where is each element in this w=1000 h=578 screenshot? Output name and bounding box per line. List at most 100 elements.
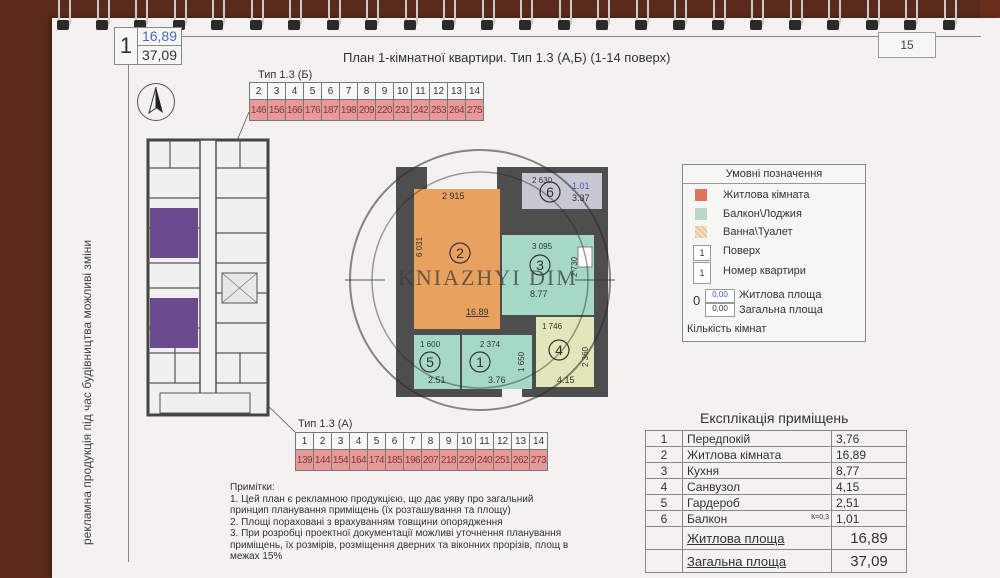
living-area-row: Житлова площа 16,89 (645, 526, 907, 550)
svg-text:1.01: 1.01 (572, 181, 590, 191)
notes-section: Примітки: 1. Цей план є рекламною продук… (230, 482, 570, 563)
binding-ring (56, 0, 71, 32)
apartment-number-cell: 273 (529, 449, 548, 471)
apartment-number-cell: 229 (457, 449, 476, 471)
binding-ring (942, 0, 957, 32)
binding-ring (672, 0, 687, 32)
apartment-number-cell: 262 (511, 449, 530, 471)
apartment-number-cell: 264 (447, 99, 466, 121)
floor-number-cell: 14 (529, 432, 548, 450)
svg-text:2 360: 2 360 (581, 346, 590, 367)
svg-text:1 600: 1 600 (420, 340, 441, 349)
svg-text:1 746: 1 746 (542, 322, 563, 331)
apartment-number-cell: 139 (295, 449, 314, 471)
note-2: 2. Площі пораховані з врахуванням товщин… (230, 516, 503, 528)
building-floor-schematic (146, 138, 270, 417)
svg-text:6: 6 (546, 184, 554, 200)
binding-ring (865, 0, 880, 32)
svg-text:6 031: 6 031 (415, 236, 424, 257)
binding-ring (826, 0, 841, 32)
note-3: 3. При розробці проектної документації м… (230, 528, 569, 562)
svg-text:3.76: 3.76 (488, 375, 506, 385)
svg-text:16.89: 16.89 (466, 307, 489, 317)
apartment-number-cell: 251 (493, 449, 512, 471)
svg-text:3.37: 3.37 (572, 193, 590, 203)
svg-text:3 095: 3 095 (532, 242, 553, 251)
floor-number-cell: 3 (331, 432, 350, 450)
binding-ring (788, 0, 803, 32)
binding-ring (595, 0, 610, 32)
page-number: 15 (878, 32, 936, 58)
coefficient-label: К=0,3 (811, 514, 829, 521)
binding-ring (210, 0, 225, 32)
binding-ring (518, 0, 533, 32)
floor-number-cell: 4 (349, 432, 368, 450)
apartment-number-cell: 240 (475, 449, 494, 471)
apartment-number-cell: 185 (385, 449, 404, 471)
binding-ring (403, 0, 418, 32)
binding-ring (326, 0, 341, 32)
dim-room2-width: 2 915 (442, 191, 465, 201)
watermark-text: KNIAZHYI DIM (398, 265, 578, 290)
note-1: 1. Цей план є рекламною продукцією, що д… (230, 493, 534, 517)
binding-ring (364, 0, 379, 32)
legend-title: Умовні позначення (683, 165, 865, 184)
legend-item-rooms: Кількість кімнат (687, 323, 767, 335)
binding-ring (249, 0, 264, 32)
type-b-label: Тип 1.3 (Б) (258, 69, 313, 81)
total-area-row: Загальна площа 37,09 (645, 549, 907, 573)
svg-text:2: 2 (456, 245, 464, 261)
floor-number-cell: 13 (511, 432, 530, 450)
svg-text:5: 5 (426, 354, 434, 370)
svg-text:2 374: 2 374 (480, 340, 501, 349)
apartment-number-cell: 164 (349, 449, 368, 471)
apartment-number-cell: 187 (321, 99, 340, 121)
apartment-number-cell: 231 (393, 99, 412, 121)
binding-ring (441, 0, 456, 32)
floor-number-cell: 13 (447, 82, 466, 100)
apartment-number-cell: 275 (465, 99, 484, 121)
apartment-number-cell: 154 (331, 449, 350, 471)
binding-ring (557, 0, 572, 32)
apartment-summary-box: 1 16,89 37,09 (114, 27, 182, 65)
spiral-binding (0, 0, 1000, 36)
type-a-label: Тип 1.3 (А) (298, 418, 353, 430)
floor-number-cell: 11 (411, 82, 430, 100)
svg-text:4.15: 4.15 (557, 375, 575, 385)
binding-ring (287, 0, 302, 32)
binding-ring (903, 0, 918, 32)
apartment-number-cell: 146 (249, 99, 268, 121)
binding-ring (711, 0, 726, 32)
binding-ring (95, 0, 110, 32)
svg-text:1 650: 1 650 (517, 351, 526, 372)
floor-number-cell: 1 (295, 432, 314, 450)
page-frame (128, 36, 981, 562)
floor-number-cell: 12 (493, 432, 512, 450)
notes-title: Примітки: (230, 482, 275, 493)
floor-number-cell: 3 (267, 82, 286, 100)
binding-ring (634, 0, 649, 32)
svg-text:1: 1 (476, 354, 484, 370)
floor-number-cell: 2 (249, 82, 268, 100)
binding-ring (749, 0, 764, 32)
living-area: 16,89 (138, 28, 181, 46)
balcony-swatch-icon (695, 208, 707, 220)
bathroom-swatch-icon (695, 226, 707, 238)
living-swatch-icon (695, 189, 707, 201)
floor-number-cell: 6 (385, 432, 404, 450)
apartment-number-cell: 242 (411, 99, 430, 121)
floor-number-cell: 8 (357, 82, 376, 100)
apartment-number-cell: 209 (357, 99, 376, 121)
binding-ring (480, 0, 495, 32)
floor-number-cell: 10 (457, 432, 476, 450)
svg-text:4: 4 (555, 342, 563, 358)
